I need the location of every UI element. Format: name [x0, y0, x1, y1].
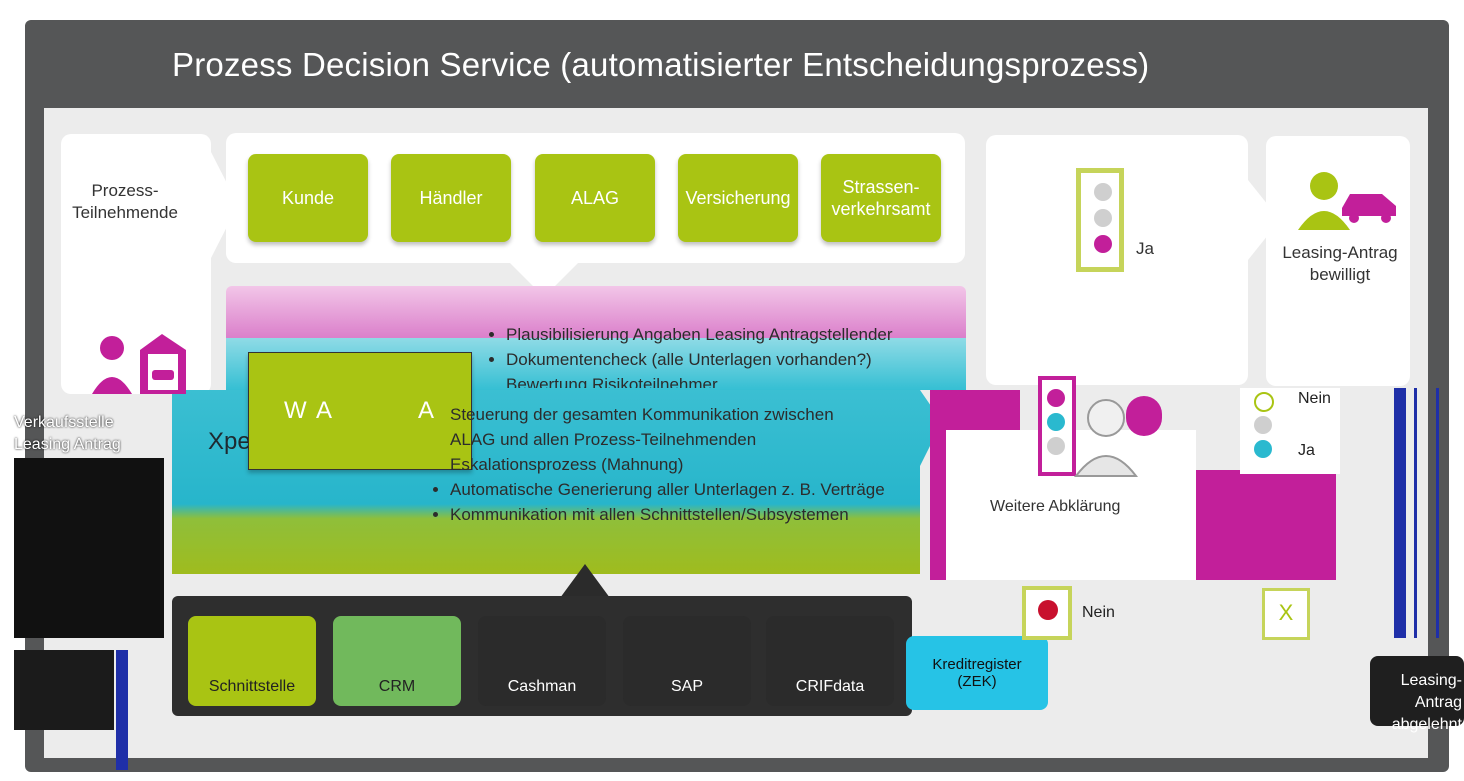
rejected-label: Leasing-Antrag abgelehnt	[1391, 672, 1462, 733]
participant-versicherung: Versicherung	[678, 154, 798, 242]
diagram-title: Prozess Decision Service (automatisierte…	[172, 46, 1150, 83]
traffic-light-yes	[1076, 168, 1124, 272]
participants-label: Prozess- Teilnehmende	[72, 181, 178, 222]
right-line-1	[1414, 388, 1417, 638]
participant-alag: ALAG	[535, 154, 655, 242]
mini-dot-grey	[1254, 416, 1272, 434]
participants-pointer	[508, 261, 580, 297]
platform-name: Xpe	[208, 428, 251, 455]
top-bullet-list: Plausibilisierung Angaben Leasing Antrag…	[488, 322, 893, 388]
system-sap: SAP	[623, 616, 751, 706]
system-crm: CRM	[333, 616, 461, 706]
mini-no-label: Nein	[1298, 390, 1331, 407]
system-crifdata: CRIFdata	[766, 616, 894, 706]
rejected-card	[1370, 656, 1464, 726]
mini-yes-label: Ja	[1298, 442, 1315, 459]
decision-arrow	[1238, 180, 1280, 260]
right-blue-bar	[1394, 388, 1406, 638]
left-dark-block	[14, 458, 164, 638]
further-clarification-icon	[1038, 376, 1162, 477]
further-label: Weitere Abklärung	[990, 498, 1121, 515]
participant-haendler: Händler	[391, 154, 511, 242]
platform-bullet: Eskalationsprozess (Mahnung)	[450, 455, 684, 474]
system-cashman: Cashman	[478, 616, 606, 706]
no-label: Nein	[1082, 604, 1115, 621]
sales-point-icon	[92, 334, 186, 394]
participant-strassenverkehrsamt: Strassen- verkehrsamt	[821, 154, 941, 242]
platform-bullet: ALAG und allen Prozess-Teilnehmenden	[450, 430, 757, 449]
platform-bullet: Automatische Generierung aller Unterlage…	[450, 477, 885, 502]
systems-up-arrow	[560, 564, 610, 598]
mini-dot-cyan	[1254, 440, 1272, 458]
right-line-2	[1436, 388, 1439, 638]
platform-bullet-list: Steuerung der gesamten Kommunikation zwi…	[432, 402, 885, 527]
top-bullet: Dokumentencheck (alle Unterlagen vorhand…	[506, 347, 893, 372]
platform-bullet: Kommunikation mit allen Schnittstellen/S…	[450, 502, 885, 527]
sales-label: Verkaufsstelle Leasing Antrag	[14, 414, 121, 453]
traffic-light-no	[1022, 586, 1072, 640]
mini-dot-green	[1254, 392, 1274, 412]
participants-arrow	[200, 150, 238, 260]
system-kreditregister: Kreditregister (ZEK)	[906, 636, 1048, 710]
top-bullet: Bewertung Risikoteilnehmer	[506, 372, 893, 388]
approved-label: Leasing-Antrag bewilligt	[1282, 243, 1398, 284]
yes-label: Ja	[1136, 239, 1154, 258]
top-bullet: Plausibilisierung Angaben Leasing Antrag…	[506, 322, 893, 347]
platform-bullet: Steuerung der gesamten Kommunikation zwi…	[450, 405, 834, 424]
system-schnittstelle: Schnittstelle	[188, 616, 316, 706]
approved-card	[1266, 136, 1410, 386]
reject-doc-icon: X	[1262, 588, 1310, 640]
platform-badge: W A A	[248, 352, 472, 470]
further-magenta-strip	[1196, 470, 1336, 580]
approved-icon	[1298, 172, 1396, 230]
participant-kunde: Kunde	[248, 154, 368, 242]
left-blue-bar	[116, 650, 128, 770]
process-band-magenta	[226, 286, 966, 346]
left-dark-block-2	[14, 650, 114, 730]
